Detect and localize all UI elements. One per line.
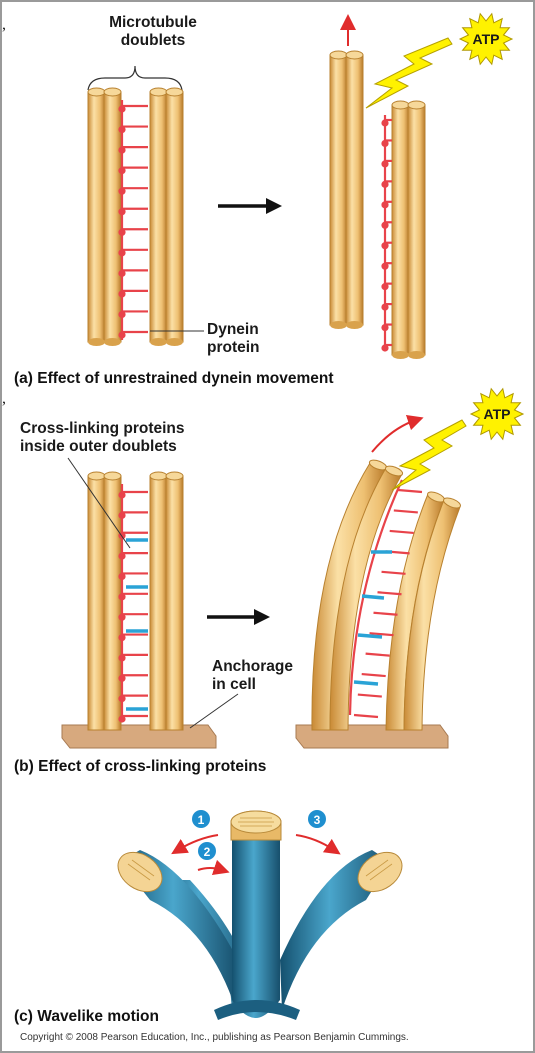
crosslink-label: Cross-linking proteins inside outer doub…	[20, 420, 185, 456]
dynein-head	[120, 168, 125, 173]
atp-label-a: ATP	[473, 31, 500, 47]
anchorage-leader-line	[190, 694, 238, 728]
dynein-head	[120, 107, 125, 112]
dynein-head	[120, 127, 125, 132]
dynein-arm	[374, 613, 398, 615]
dynein-head	[120, 189, 125, 194]
dynein-head	[383, 141, 388, 146]
lightning-bolt-icon-b	[392, 420, 466, 490]
dynein-head	[120, 513, 125, 518]
microtubule-bracket	[88, 66, 182, 90]
step-number-3: 3	[314, 813, 321, 827]
bent-doublet-right	[386, 490, 462, 730]
transition-arrow-b	[207, 609, 270, 625]
dynein-arm	[362, 674, 386, 676]
dynein-head	[120, 696, 125, 701]
dynein-arms-a-after	[383, 115, 393, 351]
dynein-arm	[390, 531, 414, 533]
dynein-head	[120, 655, 125, 660]
dynein-head	[383, 223, 388, 228]
dynein-head	[120, 493, 125, 498]
dynein-head	[120, 148, 125, 153]
panel-c: 1 2 3	[111, 810, 410, 1020]
dynein-arm	[382, 572, 406, 574]
flagellum-center	[232, 832, 280, 1018]
doublet-a-after-left	[330, 51, 363, 329]
dynein-arm	[354, 715, 378, 717]
bend-arrow	[372, 420, 416, 452]
anchorage-label: Anchorage in cell	[212, 658, 293, 694]
dynein-arm	[398, 490, 422, 492]
doublet-a-after-right	[392, 101, 425, 359]
dynein-head	[120, 312, 125, 317]
dynein-head	[383, 346, 388, 351]
doublet-a-right	[150, 88, 183, 346]
copyright-notice: Copyright © 2008 Pearson Education, Inc.…	[20, 1032, 409, 1043]
lightning-bolt-icon-a	[366, 38, 452, 108]
dynein-head	[120, 615, 125, 620]
transition-arrow-a	[218, 198, 282, 214]
doublet-a-left	[88, 88, 121, 346]
dynein-head	[120, 271, 125, 276]
dynein-head	[120, 635, 125, 640]
microtubule-label: Microtubule doublets	[98, 14, 208, 50]
dynein-head	[120, 574, 125, 579]
dynein-head	[120, 230, 125, 235]
caption-c: (c) Wavelike motion	[14, 1008, 159, 1026]
dynein-head	[383, 202, 388, 207]
caption-a: (a) Effect of unrestrained dynein moveme…	[14, 370, 334, 388]
doublet-b-right	[150, 472, 183, 730]
dynein-head	[383, 182, 388, 187]
edge-mark-1: ,	[2, 16, 6, 34]
dynein-arms-a-before	[120, 100, 149, 340]
dynein-head	[120, 291, 125, 296]
step-number-2: 2	[204, 845, 211, 859]
dynein-arm	[358, 695, 382, 697]
dynein-arm	[394, 510, 418, 512]
atp-label-b: ATP	[484, 406, 511, 422]
anchorage-base-left	[62, 725, 216, 748]
dynein-head	[120, 676, 125, 681]
dynein-head	[383, 325, 388, 330]
crosslinks-b-before	[126, 540, 148, 709]
dynein-head	[120, 554, 125, 559]
dynein-arm	[378, 592, 402, 594]
panel-a: ATP	[88, 14, 512, 359]
dynein-head	[383, 161, 388, 166]
dynein-label: Dynein protein	[207, 321, 260, 357]
step-number-1: 1	[198, 813, 205, 827]
dynein-head	[383, 243, 388, 248]
dynein-head	[383, 264, 388, 269]
dynein-head	[120, 209, 125, 214]
motion-arrow-3	[296, 835, 334, 850]
motion-arrow-2	[198, 868, 222, 870]
dynein-arms-b-before	[120, 484, 149, 722]
dynein-head	[383, 305, 388, 310]
dynein-arm	[366, 654, 390, 656]
dynein-head	[383, 121, 388, 126]
dynein-head	[120, 333, 125, 338]
dynein-head	[120, 594, 125, 599]
edge-mark-2: ,	[2, 390, 6, 408]
dynein-head	[120, 250, 125, 255]
dynein-head	[120, 717, 125, 722]
dynein-head	[383, 284, 388, 289]
caption-b: (b) Effect of cross-linking proteins	[14, 758, 266, 776]
